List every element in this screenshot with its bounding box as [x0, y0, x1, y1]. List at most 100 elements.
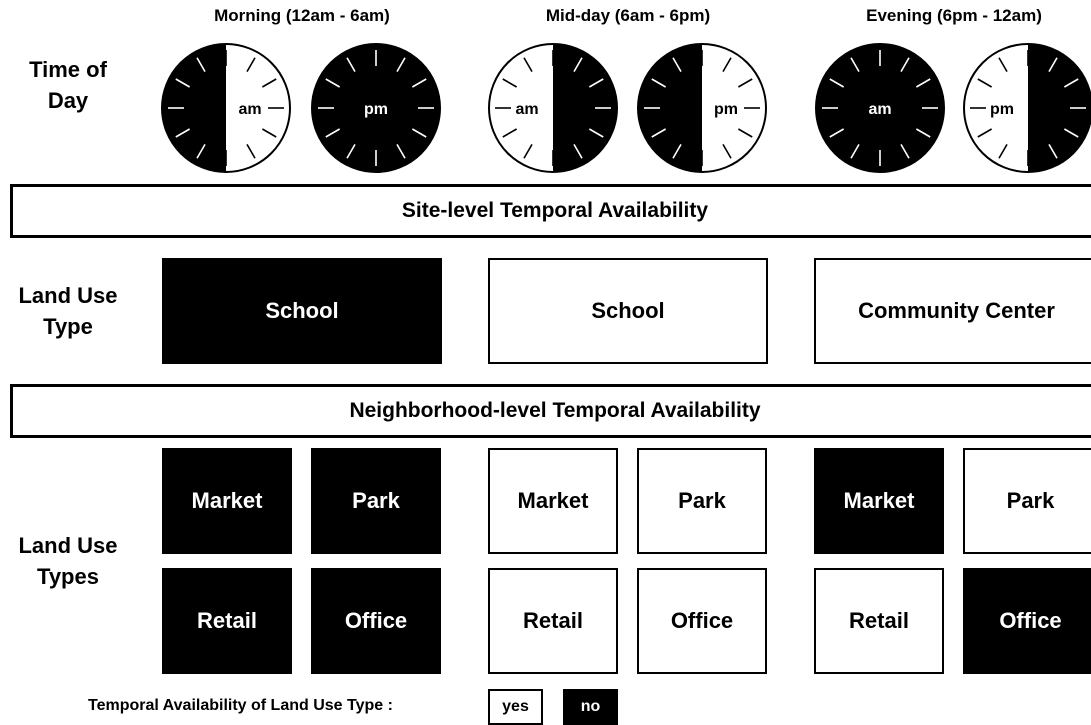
- site-box-label: School: [265, 298, 339, 323]
- site-box-evening: Community Center: [814, 258, 1091, 364]
- clock-tick: [396, 57, 406, 73]
- clock-label: am: [515, 101, 538, 118]
- clock-tick: [722, 57, 732, 73]
- clock-filled-half: [1028, 44, 1091, 172]
- clock-tick: [325, 128, 341, 138]
- clock-label: pm: [364, 101, 388, 118]
- clock-midday-am: am: [488, 43, 618, 173]
- period-title-midday: Mid-day (6am - 6pm): [545, 6, 711, 25]
- office-label: Office: [670, 608, 734, 633]
- clock-label: am: [238, 101, 261, 118]
- period-title-evening: Evening (6pm - 12am): [866, 6, 1042, 25]
- clock-tick: [396, 143, 406, 159]
- clock-tick: [900, 57, 910, 73]
- evening-park-box: Park: [963, 448, 1091, 554]
- site-box-morning: School: [162, 258, 442, 364]
- clock-tick: [502, 78, 518, 88]
- clock-morning-pm: pm: [311, 43, 441, 173]
- retail-label: Retail: [523, 608, 583, 633]
- clock-tick: [261, 128, 277, 138]
- clock-tick: [829, 78, 845, 88]
- evening-retail-box: Retail: [814, 568, 944, 674]
- clock-tick: [1048, 143, 1058, 159]
- clock-tick: [1063, 128, 1079, 138]
- office-label: Office: [344, 608, 408, 633]
- site-level-banner: Site-level Temporal Availability: [10, 184, 1091, 238]
- clock-tick: [523, 57, 533, 73]
- evening-market-box: Market: [814, 448, 944, 554]
- clock-tick: [737, 78, 753, 88]
- midday-market-box: Market: [488, 448, 618, 554]
- clock-tick: [588, 128, 604, 138]
- clock-tick: [346, 143, 356, 159]
- clock-tick: [900, 143, 910, 159]
- site-box-label: School: [591, 298, 665, 323]
- clock-morning-am: am: [161, 43, 291, 173]
- clock-evening-am: am: [815, 43, 945, 173]
- site-level-banner-text: Site-level Temporal Availability: [401, 199, 709, 222]
- retail-label: Retail: [197, 608, 257, 633]
- clock-tick: [998, 57, 1008, 73]
- clock-tick: [1063, 78, 1079, 88]
- clock-tick: [850, 143, 860, 159]
- clock-label: pm: [990, 101, 1014, 118]
- morning-retail-box: Retail: [162, 568, 292, 674]
- clock-tick: [196, 143, 206, 159]
- clock-tick: [588, 78, 604, 88]
- morning-market-box: Market: [162, 448, 292, 554]
- park-label: Park: [1006, 488, 1055, 513]
- park-label: Park: [352, 488, 400, 513]
- clock-tick: [246, 57, 256, 73]
- clock-tick: [977, 78, 993, 88]
- clock-tick: [977, 128, 993, 138]
- midday-office-box: Office: [637, 568, 767, 674]
- market-label: Market: [843, 488, 915, 513]
- clock-tick: [998, 143, 1008, 159]
- legend-label: Temporal Availability of Land Use Type :: [88, 697, 393, 714]
- row-label-time-of-day: Time of Day: [29, 57, 107, 113]
- midday-park-box: Park: [637, 448, 767, 554]
- site-box-midday: School: [488, 258, 768, 364]
- morning-office-box: Office: [311, 568, 441, 674]
- legend-yes-label: yes: [502, 698, 529, 715]
- clock-tick: [573, 143, 583, 159]
- clock-tick: [672, 57, 682, 73]
- clock-tick: [411, 128, 427, 138]
- clock-tick: [829, 128, 845, 138]
- evening-office-box: Office: [963, 568, 1091, 674]
- clock-tick: [175, 78, 191, 88]
- clock-tick: [737, 128, 753, 138]
- clock-face: [311, 43, 441, 173]
- clock-filled-half: [162, 44, 226, 172]
- clock-tick: [246, 143, 256, 159]
- office-label: Office: [999, 608, 1062, 633]
- period-title-morning: Morning (12am - 6am): [214, 6, 390, 25]
- clock-label: pm: [714, 101, 738, 118]
- clock-tick: [915, 78, 931, 88]
- midday-retail-box: Retail: [488, 568, 618, 674]
- clock-tick: [411, 78, 427, 88]
- neighborhood-level-banner-text: Neighborhood-level Temporal Availability: [349, 399, 761, 422]
- clock-filled-half: [553, 44, 617, 172]
- row-label-land-use-type: Land Use Type: [18, 283, 118, 339]
- clock-tick: [346, 57, 356, 73]
- clock-tick: [325, 78, 341, 88]
- clock-tick: [523, 143, 533, 159]
- clock-tick: [915, 128, 931, 138]
- clock-midday-pm: pm: [637, 43, 767, 173]
- neighborhood-level-banner: Neighborhood-level Temporal Availability: [10, 384, 1091, 438]
- clock-tick: [651, 128, 667, 138]
- clock-filled-half: [638, 44, 702, 172]
- clock-tick: [573, 57, 583, 73]
- legend-no-label: no: [580, 698, 601, 715]
- clock-tick: [1048, 57, 1058, 73]
- clock-tick: [502, 128, 518, 138]
- clock-tick: [722, 143, 732, 159]
- clock-tick: [196, 57, 206, 73]
- legend-yes-swatch: yes: [488, 689, 543, 725]
- clock-tick: [672, 143, 682, 159]
- clock-label: am: [868, 101, 891, 118]
- clock-face: [815, 43, 945, 173]
- legend-no-swatch: no: [563, 689, 618, 725]
- clock-tick: [850, 57, 860, 73]
